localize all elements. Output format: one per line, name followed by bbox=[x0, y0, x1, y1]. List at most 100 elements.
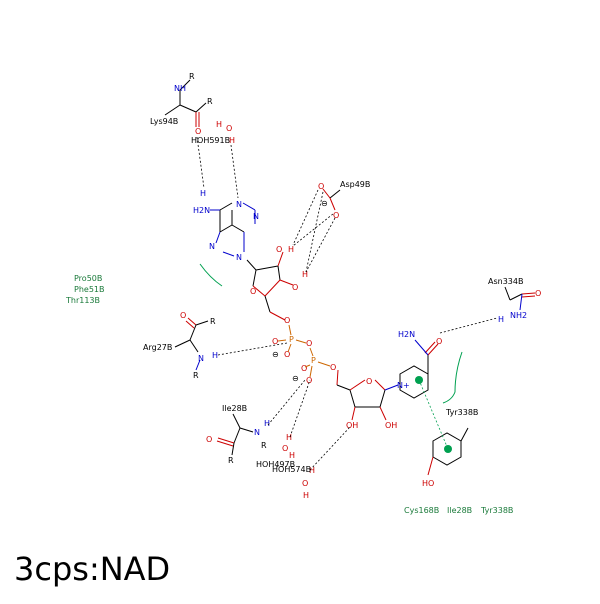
hoh574-label: HOH574B bbox=[272, 465, 311, 474]
phosphate-p1-charge: ⊖ bbox=[272, 350, 279, 359]
hoh591-label: HOH591B bbox=[191, 136, 230, 145]
arg27-h: H bbox=[212, 351, 218, 360]
hydrophobic-bottom-labels: Cys168B Ile28B Tyr338B bbox=[404, 506, 513, 515]
ile28-label: Ile28B bbox=[222, 404, 247, 413]
lys94-r2: R bbox=[207, 97, 213, 106]
adenosine-o3-h: H bbox=[302, 270, 308, 279]
phosphate-p1: P bbox=[289, 335, 294, 344]
hydrophobic-arc-left bbox=[199, 263, 223, 287]
hydrophobic-ile28: Ile28B bbox=[447, 506, 472, 515]
phosphate-p1-o2: O bbox=[284, 350, 290, 359]
hbond-asp49-o2h bbox=[292, 189, 319, 246]
asp49-o2: O bbox=[333, 211, 339, 220]
nicotinamide-ring-outline bbox=[399, 365, 429, 399]
lys94-n: NH bbox=[174, 84, 186, 93]
ile28-residue: Ile28B O R N H R bbox=[206, 404, 270, 465]
arg27-label: Arg27B bbox=[143, 343, 172, 352]
phosphate-p2: P bbox=[311, 356, 316, 365]
ile28-o: O bbox=[206, 435, 212, 444]
pi-center-tyr338 bbox=[444, 445, 452, 453]
nicotinamide-ring-o: O bbox=[366, 377, 372, 386]
asp49-charge: ⊖ bbox=[321, 199, 328, 208]
nicotinamide-ring: N+ H2N O bbox=[397, 330, 442, 399]
lys94-label: Lys94B bbox=[150, 117, 178, 126]
adenine-nh2: H2N bbox=[193, 206, 210, 215]
hoh574-water: H O H HOH574B bbox=[272, 465, 315, 500]
hydrophobic-arc-right bbox=[442, 351, 463, 404]
hoh574-h1: H bbox=[309, 466, 315, 475]
asn334-label: Asn334B bbox=[488, 277, 523, 286]
nicotinamide-nplus: N+ bbox=[397, 381, 410, 390]
hydrophobic-pro50: Pro50B bbox=[74, 274, 102, 283]
hydrophobic-tyr338: Tyr338B bbox=[480, 506, 513, 515]
ile28-r2: R bbox=[261, 441, 267, 450]
adenine-n1: N bbox=[236, 200, 242, 209]
adenine-n9: N bbox=[236, 253, 242, 262]
hbond-asn334-nicotinamide bbox=[439, 317, 498, 334]
phosphate-o5: O bbox=[284, 316, 290, 325]
phosphate-p1-o1: O bbox=[272, 337, 278, 346]
asp49-o1: O bbox=[318, 182, 324, 191]
phosphate-p2-o2: O bbox=[306, 376, 312, 385]
ile28-h: H bbox=[264, 419, 270, 428]
nicotinamide-o2: OH bbox=[346, 421, 358, 430]
hydrophobic-thr113: Thr113B bbox=[65, 296, 100, 305]
nicotinamide-ribose: O OH OH bbox=[336, 369, 399, 430]
asn334-nh2: NH2 bbox=[510, 311, 527, 320]
hoh497-label: HOH497B bbox=[256, 460, 295, 469]
hydrophobic-cys168: Cys168B bbox=[404, 506, 439, 515]
pi-stacking-line bbox=[418, 379, 449, 450]
adenosine-ribose: O O H O H bbox=[246, 245, 308, 321]
phosphate-p2-o1: O bbox=[301, 364, 307, 373]
adenine-n3: N bbox=[253, 212, 259, 221]
hydrophobic-left-labels: Pro50B Phe51B Thr113B bbox=[65, 274, 104, 305]
ile28-n: N bbox=[254, 428, 260, 437]
tyr338-residue: Tyr338B HO bbox=[422, 408, 478, 488]
asn334-residue: Asn334B O NH2 H bbox=[488, 277, 541, 324]
hbond-asp49-o3h-a bbox=[305, 191, 324, 273]
adenosine-ring-o: O bbox=[250, 287, 256, 296]
adenosine-o2-h: H bbox=[288, 245, 294, 254]
tyr338-label: Tyr338B bbox=[445, 408, 478, 417]
hoh591-o: O bbox=[226, 124, 232, 133]
hoh497-o: O bbox=[282, 444, 288, 453]
phosphate-p2-charge: ⊖ bbox=[292, 374, 299, 383]
hbond-hoh591-adenine bbox=[230, 144, 239, 199]
diphosphate: O P O O ⊖ O P O O ⊖ O bbox=[272, 316, 336, 385]
hoh497-h1: H bbox=[286, 433, 292, 442]
adenine-n7: N bbox=[209, 242, 215, 251]
hbond-asp49-o3h-b bbox=[292, 213, 334, 247]
lys94-residue: NH R R O Lys94B bbox=[150, 72, 213, 136]
asp49-label: Asp49B bbox=[340, 180, 370, 189]
ile28-r1: R bbox=[228, 456, 234, 465]
arg27-residue: O R Arg27B N H R bbox=[143, 311, 218, 380]
nicotinamide-carbonyl-o: O bbox=[436, 337, 442, 346]
hoh574-h2: H bbox=[303, 491, 309, 500]
hbond-lys94-adenine bbox=[196, 136, 205, 189]
arg27-r1: R bbox=[210, 317, 216, 326]
arg27-o: O bbox=[180, 311, 186, 320]
hoh497-h2: H bbox=[289, 451, 295, 460]
nicotinamide-o3: OH bbox=[385, 421, 397, 430]
arg27-r2: R bbox=[193, 371, 199, 380]
hbond-ile28-phosphate bbox=[267, 379, 306, 426]
hbond-hoh497-phosphate bbox=[289, 379, 311, 438]
hoh497-water: H O H HOH497B bbox=[256, 433, 295, 469]
phosphate-bridge-o: O bbox=[306, 339, 312, 348]
hoh591-water: H O H HOH591B bbox=[191, 120, 235, 145]
hbond-hoh574-ribose bbox=[309, 426, 351, 471]
arg27-n: N bbox=[198, 354, 204, 363]
hoh574-o: O bbox=[302, 479, 308, 488]
hoh591-h2: H bbox=[229, 136, 235, 145]
adenosine-o3: O bbox=[292, 283, 298, 292]
adenine-h: H bbox=[200, 189, 206, 198]
lys94-r1: R bbox=[189, 72, 195, 81]
hydrophobic-phe51: Phe51B bbox=[74, 285, 104, 294]
tyr338-oh: HO bbox=[422, 479, 434, 488]
hoh591-h1: H bbox=[216, 120, 222, 129]
asn334-o: O bbox=[535, 289, 541, 298]
phosphate-o5n: O bbox=[330, 363, 336, 372]
page-title: 3cps:NAD bbox=[14, 550, 171, 588]
